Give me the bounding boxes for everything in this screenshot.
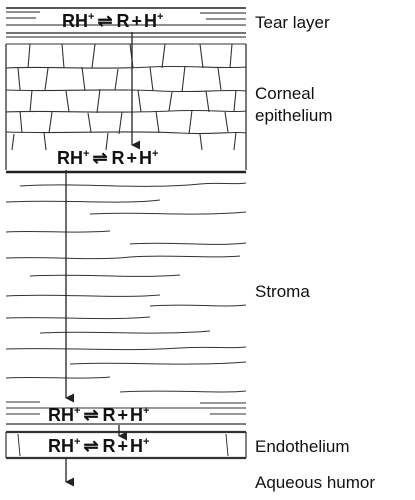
- equation-endothelium: RH+⇌R+H+: [48, 436, 149, 456]
- label-tear-layer: Tear layer: [255, 13, 330, 32]
- corneal-epithelium-cells: [5, 43, 247, 170]
- equation-tear-layer: RH+⇌R+H+: [62, 11, 163, 31]
- equation-stroma-endothelium: RH+⇌R+H+: [48, 405, 149, 425]
- label-endothelium: Endothelium: [255, 437, 350, 456]
- label-epithelium: epithelium: [255, 106, 333, 125]
- label-aqueous-humor: Aqueous humor: [255, 473, 375, 492]
- label-stroma: Stroma: [255, 282, 310, 301]
- label-corneal: Corneal: [255, 84, 315, 103]
- stroma-fibers: [5, 182, 247, 393]
- equation-epithelium: RH+⇌R+H+: [57, 148, 158, 168]
- tear-layer-band: [6, 7, 246, 38]
